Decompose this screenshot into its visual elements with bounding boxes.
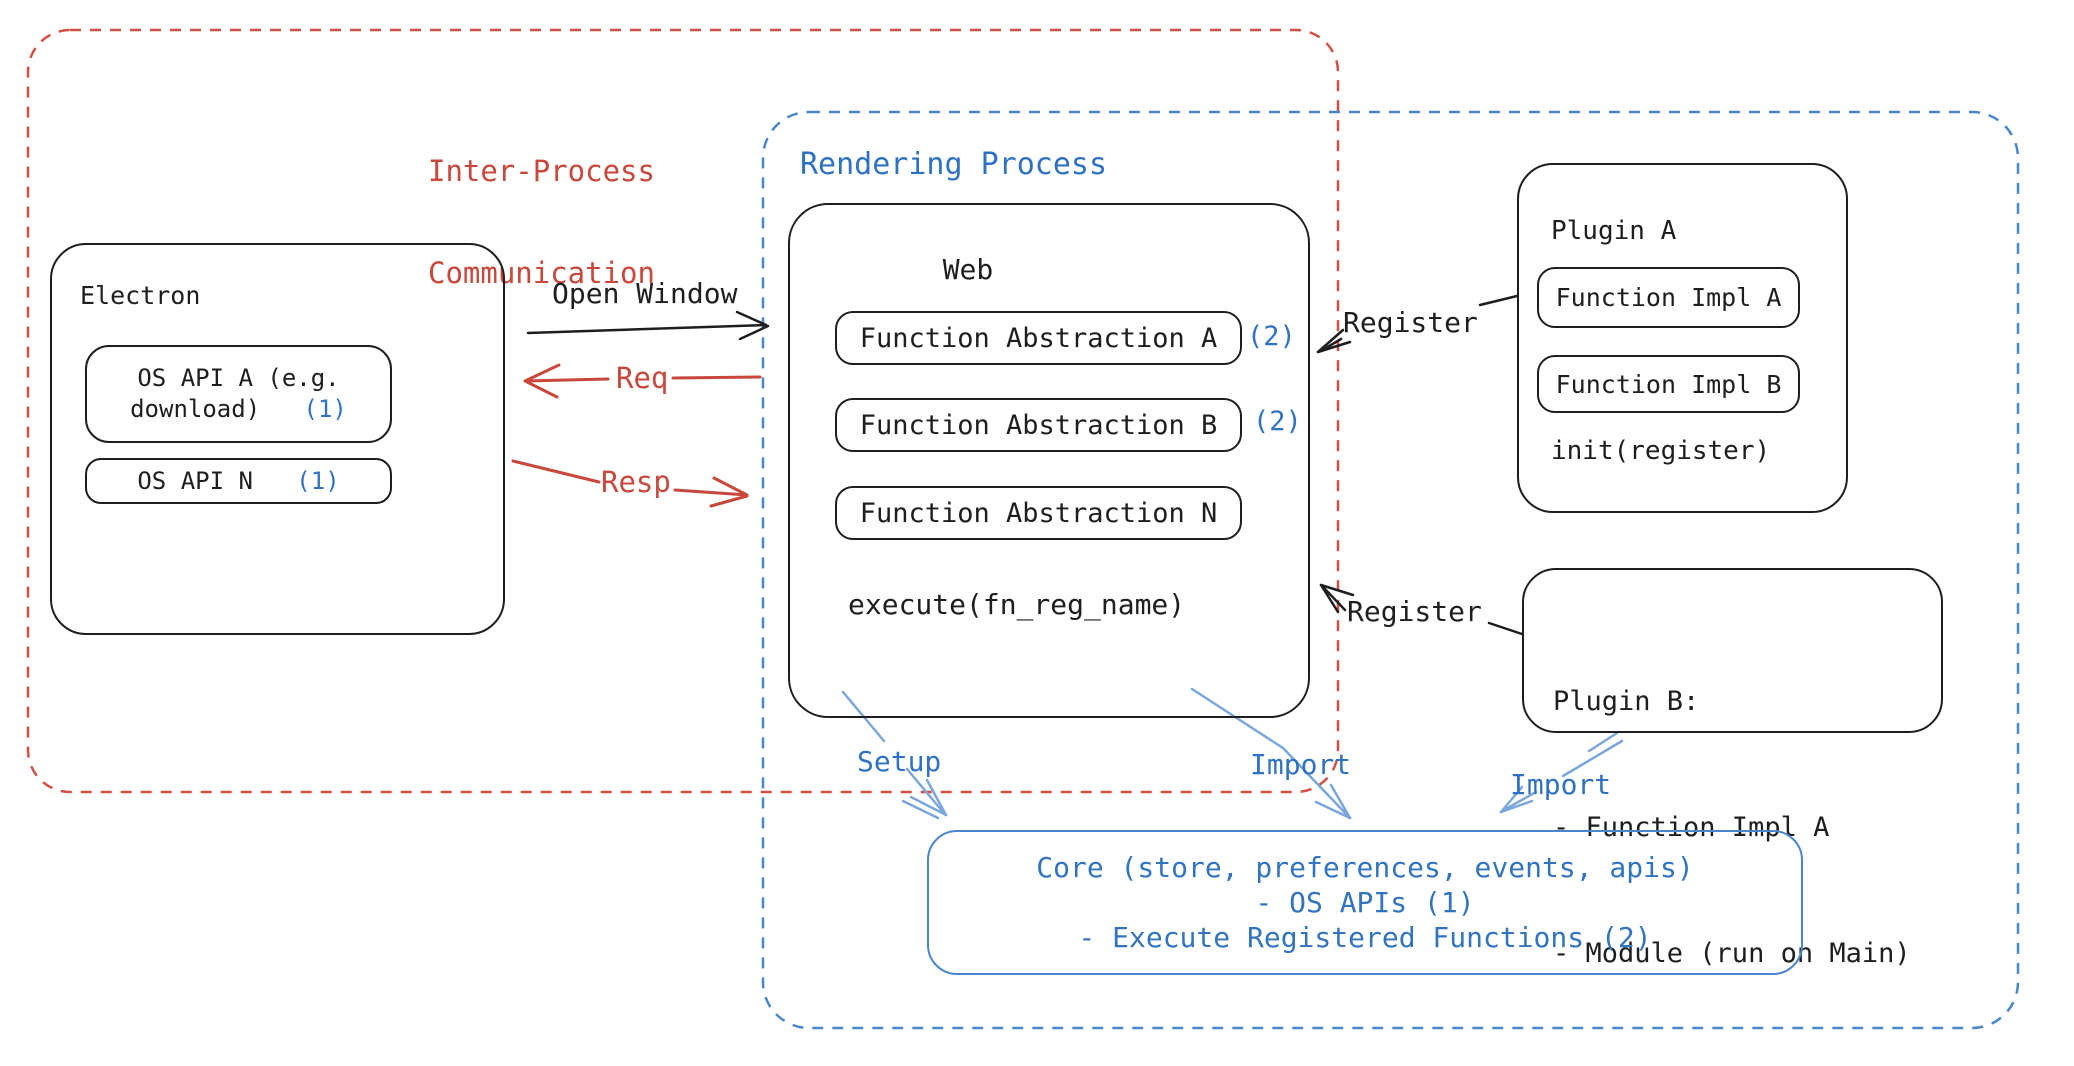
function-abstraction-b-label: Function Abstraction B xyxy=(859,409,1218,441)
open-window-arrow xyxy=(526,310,770,341)
register-top-label: Register xyxy=(1343,306,1478,339)
os-api-n-label: OS API N xyxy=(137,467,253,495)
ipc-region-label-line1: Inter-Process xyxy=(428,154,655,188)
electron-box xyxy=(50,243,505,635)
core-item-execute-registered: - Execute Registered Functions (2) xyxy=(1078,921,1652,954)
function-abstraction-a-box: Function Abstraction A xyxy=(835,311,1242,365)
plugin-a-title: Plugin A xyxy=(1551,216,1677,246)
plugin-a-box xyxy=(1517,163,1848,513)
register-top-arrow xyxy=(1316,294,1519,354)
os-api-a-badge: (1) xyxy=(303,395,347,423)
function-abstraction-a-badge: (2) xyxy=(1247,321,1296,352)
os-api-a-label-line1: OS API A (e.g. xyxy=(137,364,340,392)
register-bottom-arrow xyxy=(1319,583,1524,636)
plugin-a-init-label: init(register) xyxy=(1551,436,1771,466)
function-abstraction-n-label: Function Abstraction N xyxy=(859,497,1218,529)
rendering-process-dashed-region xyxy=(761,110,2020,1030)
import-web-label: Import xyxy=(1250,748,1352,781)
plugin-b-item-module: - Module (run on Main) xyxy=(1553,938,1911,969)
core-item-os-apis: - OS APIs (1) xyxy=(1255,886,1475,919)
os-api-a-label-line2: download) xyxy=(130,395,261,423)
import-web-arrow xyxy=(1190,687,1352,820)
os-api-n-box: OS API N (1) xyxy=(85,458,392,504)
plugin-b-text: Plugin B: - Function Impl A - Module (ru… xyxy=(1553,597,1911,1059)
rendering-process-label: Rendering Process xyxy=(800,147,1108,182)
import-plugin-label: Import xyxy=(1510,768,1612,801)
function-impl-a-box: Function Impl A xyxy=(1537,267,1800,328)
function-abstraction-b-badge: (2) xyxy=(1253,406,1302,437)
resp-label: Resp xyxy=(601,465,671,499)
import-plugin-arrow xyxy=(1499,731,1624,814)
core-title: Core (store, preferences, events, apis) xyxy=(1036,851,1694,884)
execute-label: execute(fn_reg_name) xyxy=(848,588,1186,621)
web-title: Web xyxy=(942,253,994,286)
function-impl-a-label: Function Impl A xyxy=(1555,283,1782,312)
ipc-dashed-region xyxy=(26,28,1340,794)
os-api-n-badge: (1) xyxy=(296,467,340,495)
os-api-a-box: OS API A (e.g. download) (1) xyxy=(85,345,392,443)
function-abstraction-b-box: Function Abstraction B xyxy=(835,398,1242,452)
plugin-b-title: Plugin B: xyxy=(1553,686,1700,717)
core-box: Core (store, preferences, events, apis) … xyxy=(927,830,1803,975)
web-box xyxy=(788,203,1310,718)
plugin-b-box xyxy=(1522,568,1943,733)
open-window-label: Open Window xyxy=(552,277,738,310)
function-impl-b-label: Function Impl B xyxy=(1555,369,1782,399)
req-label: Req xyxy=(616,361,669,395)
ipc-region-label: Inter-Process Communication xyxy=(428,86,655,358)
register-bottom-label: Register xyxy=(1347,595,1482,628)
ipc-region-label-line2: Communication xyxy=(428,256,655,290)
resp-arrow xyxy=(511,459,749,508)
function-abstraction-a-label: Function Abstraction A xyxy=(859,322,1218,354)
function-impl-b-box: Function Impl B xyxy=(1537,355,1800,413)
electron-title: Electron xyxy=(80,281,201,310)
function-abstraction-n-box: Function Abstraction N xyxy=(835,486,1242,540)
setup-label: Setup xyxy=(857,745,942,778)
req-arrow xyxy=(523,363,762,399)
